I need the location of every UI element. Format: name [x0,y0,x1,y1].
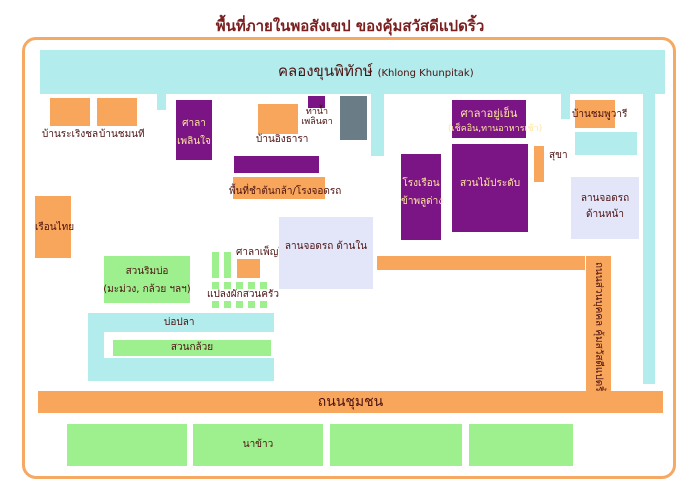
boathouse-label-2: ข้าพลูด่าง [401,196,444,207]
parking-inner-label: ลานจอดรถ ด้านใน [284,241,368,252]
map-title: พื้นที่ภายในพอสังเขป ของคุ้มสวัสดีแปดริ้… [215,17,485,35]
house-ingthara [258,104,298,134]
sala-plernjai-label-1: ศาลา [182,118,206,129]
private-road-label: ถนนส่วนบุคคล คุ้มสวัสดีแปดริ้ว [593,262,604,398]
rice-field-label: นาข้าว [242,439,274,450]
ornamental-garden-label: สวนไม้ประดับ [459,178,521,189]
rice-field [469,424,573,466]
parking-front-label-2: ด้านหน้า [586,209,624,220]
seedling-area [233,177,325,199]
seedling-shed [234,156,319,173]
ornamental-garden [452,144,528,232]
canal-inlet [371,94,384,156]
private-road [586,256,611,394]
sala-plernjai-label-2: เพลินใจ [177,136,211,147]
pier-plernta [308,96,325,108]
canal-inlet [157,94,166,110]
restroom [534,146,544,182]
house-rachon-label: บ้านระเริงชล [42,129,99,140]
house-chomnati-label: บ้านชมนที [99,129,145,140]
rice-field [193,424,323,466]
restroom-label: สุขา [549,150,568,161]
sala-panjai [237,259,260,278]
house-ingthara-label: บ้านอิงธารา [256,134,309,145]
parking-front-label-1: ลานจอดรถ [580,193,630,204]
community-road [38,391,663,413]
sala-panjai-label: ศาลาเพ็ญใจ [236,247,289,258]
house-rachon [50,98,90,126]
boathouse [401,154,441,240]
canal-name-en: (Khlong Khunpitak) [377,68,474,79]
sala-plernjai [176,100,212,160]
vegetable-plot [212,252,219,278]
orchard [104,256,190,303]
boat-pier [340,96,367,140]
canal-name: คลองขุนพิทักษ์ [278,62,373,80]
internal-road [377,256,585,270]
thai-house [35,196,71,258]
kitchen-garden-label: แปลงผักสวนครัว [206,289,280,301]
house-chomnati [97,98,137,126]
boathouse-label-1: โรงเรือน [402,178,440,189]
parking-front [571,177,639,239]
water-patch [575,132,637,155]
house-chomphuwaree [575,100,615,128]
orchard-label-2: (มะม่วง, กล้วย ฯลฯ) [103,284,191,295]
thai-house-label: เรือนไทย [35,222,75,233]
canal [40,50,665,94]
rice-field [67,424,187,466]
pier-plernta-label-1: ท่าน้ำ [305,107,329,117]
orchard-label-1: สวนริมบ่อ [125,266,169,277]
community-road-label: ถนนชุมชน [317,394,384,410]
sala-yuyen-label-2: (เช็คอิน,ทานอาหารเช้า) [448,124,543,134]
parking-inner [279,217,373,289]
seedling-area-label: พื้นที่ชำต้นกล้า/โรงจอดรถ [229,186,342,197]
pier-plernta-label-2: เพลินตา [301,117,333,127]
sala-yuyen-label-1: ศาลาอยู่เย็น [460,107,518,120]
banana-garden-label: สวนกล้วย [170,342,214,353]
property-boundary [22,37,676,479]
banana-garden [113,340,271,356]
house-chomphuwaree-label: บ้านชมพูวารี [572,109,628,120]
canal-inlet [561,94,570,119]
water-strip-east [643,94,655,384]
fish-pond-label: บ่อปลา [164,317,195,328]
vegetable-plot [224,252,231,278]
rice-field [330,424,462,466]
canal-label: คลองขุนพิทักษ์ (Khlong Khunpitak) [278,62,474,83]
sala-yuyen [452,100,526,138]
